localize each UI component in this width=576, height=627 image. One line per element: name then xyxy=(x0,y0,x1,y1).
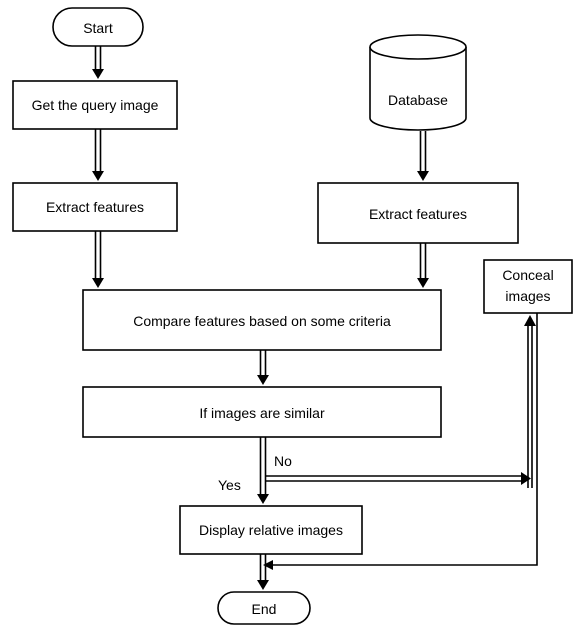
conceal-images-box: Conceal images xyxy=(483,259,573,314)
extract-features-right-box: Extract features xyxy=(317,182,519,244)
arrow-database-to-extract-right xyxy=(417,131,429,181)
arrow-decision-yes-to-display xyxy=(257,437,269,504)
no-branch-label: No xyxy=(274,453,292,469)
conceal-images-label-line1: Conceal xyxy=(502,267,553,283)
arrow-compare-to-decision xyxy=(257,350,269,385)
compare-features-box: Compare features based on some criteria xyxy=(82,289,442,351)
conceal-images-label-line2: images xyxy=(505,288,550,304)
start-label: Start xyxy=(83,20,113,36)
start-node: Start xyxy=(52,7,144,47)
get-query-image-label: Get the query image xyxy=(32,97,159,113)
arrow-extract-left-to-compare xyxy=(92,231,104,288)
extract-features-right-label: Extract features xyxy=(369,206,467,222)
if-images-similar-box: If images are similar xyxy=(82,386,442,438)
database-cylinder: Database xyxy=(369,34,467,131)
end-label: End xyxy=(252,601,277,617)
arrow-query-to-extract-left xyxy=(92,129,104,181)
arrow-decision-no-branch xyxy=(265,472,531,485)
arrow-extract-right-to-compare xyxy=(417,243,429,288)
arrow-display-to-end xyxy=(257,554,269,590)
compare-features-label: Compare features based on some criteria xyxy=(133,313,391,329)
extract-features-left-box: Extract features xyxy=(12,182,178,232)
database-label: Database xyxy=(388,92,448,108)
arrow-conceal-to-end xyxy=(263,313,538,570)
arrow-no-up-to-conceal xyxy=(524,315,536,488)
display-relative-images-label: Display relative images xyxy=(199,522,343,538)
yes-branch-label: Yes xyxy=(218,477,241,493)
if-images-similar-label: If images are similar xyxy=(199,405,325,421)
display-relative-images-box: Display relative images xyxy=(179,505,363,555)
extract-features-left-label: Extract features xyxy=(46,199,144,215)
get-query-image-box: Get the query image xyxy=(12,80,178,130)
arrow-start-to-query xyxy=(92,46,104,79)
end-node: End xyxy=(217,591,311,625)
